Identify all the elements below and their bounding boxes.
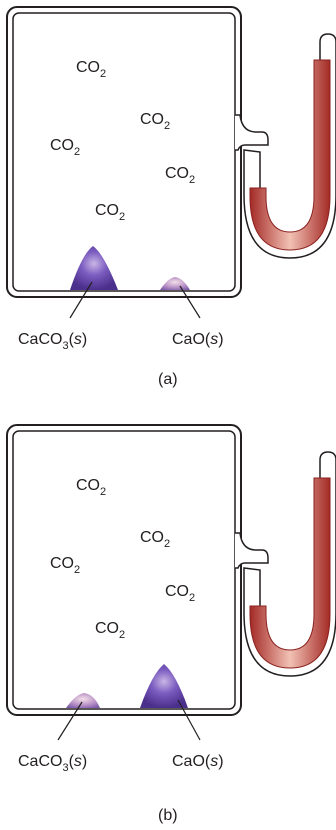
panel-a: CO2 CO2 CO2 CO2 CO2 CaCO3(s) CaO(s) (a) xyxy=(6,6,336,388)
caco3-leader xyxy=(69,281,93,319)
panel-caption: (a) xyxy=(158,371,178,388)
gas-label: CO2 xyxy=(95,202,125,223)
caco3-pile xyxy=(66,693,100,708)
cao-label: CaO(s) xyxy=(172,331,224,348)
cao-leader xyxy=(177,699,201,741)
gas-label: CO2 xyxy=(50,137,80,158)
cao-leader xyxy=(179,285,201,319)
gas-label: CO2 xyxy=(140,529,170,550)
vessel-outer xyxy=(6,6,242,298)
manometer-fluid xyxy=(249,477,331,669)
panel-b: CO2 CO2 CO2 CO2 CO2 CaCO3(s) CaO(s) (b) xyxy=(6,424,336,824)
gas-label: CO2 xyxy=(50,555,80,576)
manometer-fluid xyxy=(249,59,331,251)
cao-pile xyxy=(140,664,188,708)
cao-label: CaO(s) xyxy=(172,753,224,770)
gas-label: CO2 xyxy=(76,477,106,498)
gas-label: CO2 xyxy=(140,111,170,132)
connector-tube xyxy=(235,532,269,569)
gas-label: CO2 xyxy=(165,583,195,604)
connector-tube xyxy=(235,114,269,151)
caco3-leader xyxy=(57,701,83,741)
gas-label: CO2 xyxy=(165,165,195,186)
gas-label: CO2 xyxy=(95,620,125,641)
vessel-inner xyxy=(12,430,236,710)
gas-label: CO2 xyxy=(76,59,106,80)
vessel-inner xyxy=(12,12,236,292)
cao-pile xyxy=(160,277,190,290)
caco3-label: CaCO3(s) xyxy=(18,331,87,352)
caco3-label: CaCO3(s) xyxy=(18,753,87,774)
panel-caption: (b) xyxy=(158,807,178,824)
vessel-outer xyxy=(6,424,242,716)
caco3-pile xyxy=(70,246,118,290)
